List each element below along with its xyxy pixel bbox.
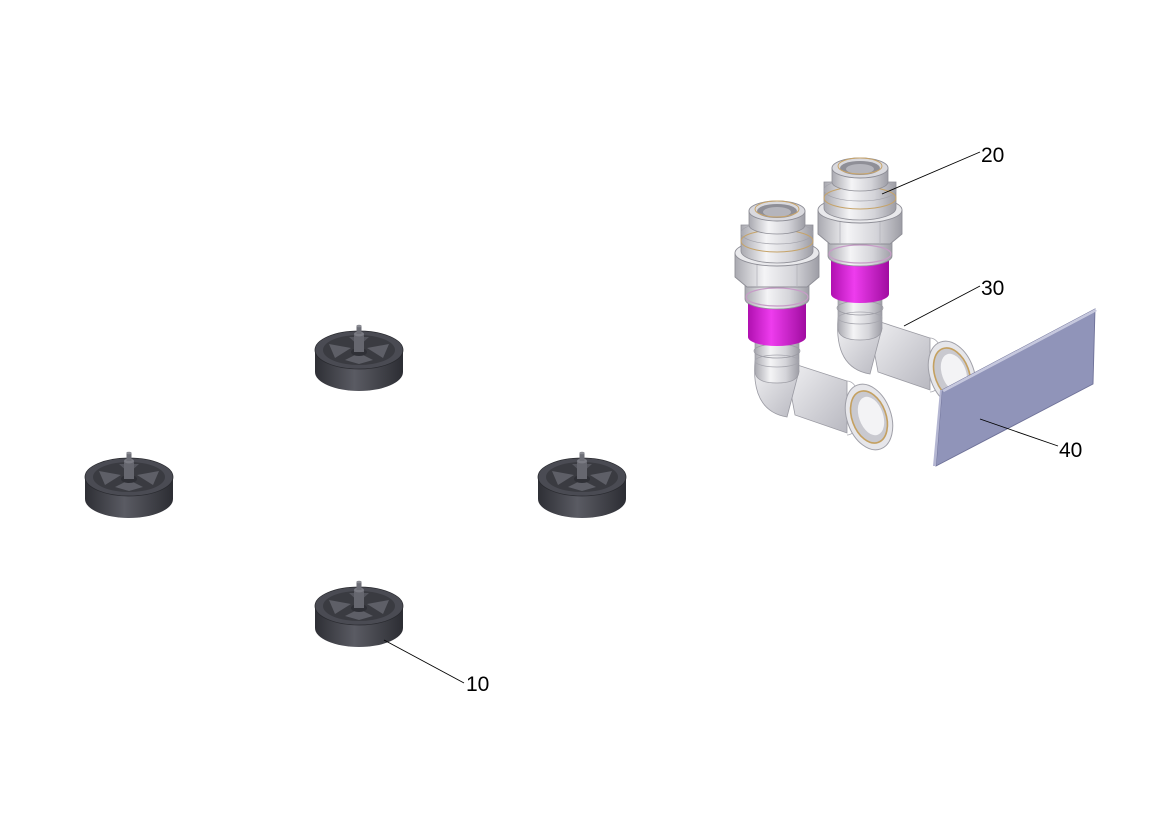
callout-10: 10 (466, 673, 489, 696)
leader-30 (903, 285, 981, 327)
rubber-foot-bottom (314, 580, 404, 648)
callout-30: 30 (981, 277, 1004, 300)
leader-40 (979, 418, 1059, 447)
rubber-foot-top (314, 324, 404, 392)
fitting-rear (817, 157, 986, 415)
rubber-foot-left (84, 451, 174, 519)
callout-40: 40 (1059, 439, 1082, 462)
leader-20 (881, 151, 981, 195)
callout-labels: 10 20 30 40 (466, 144, 1082, 696)
callout-20: 20 (981, 144, 1004, 167)
leader-lines (383, 151, 1059, 684)
leader-10 (383, 639, 465, 684)
rubber-foot-right (537, 451, 627, 519)
cover-plate (933, 308, 1097, 467)
